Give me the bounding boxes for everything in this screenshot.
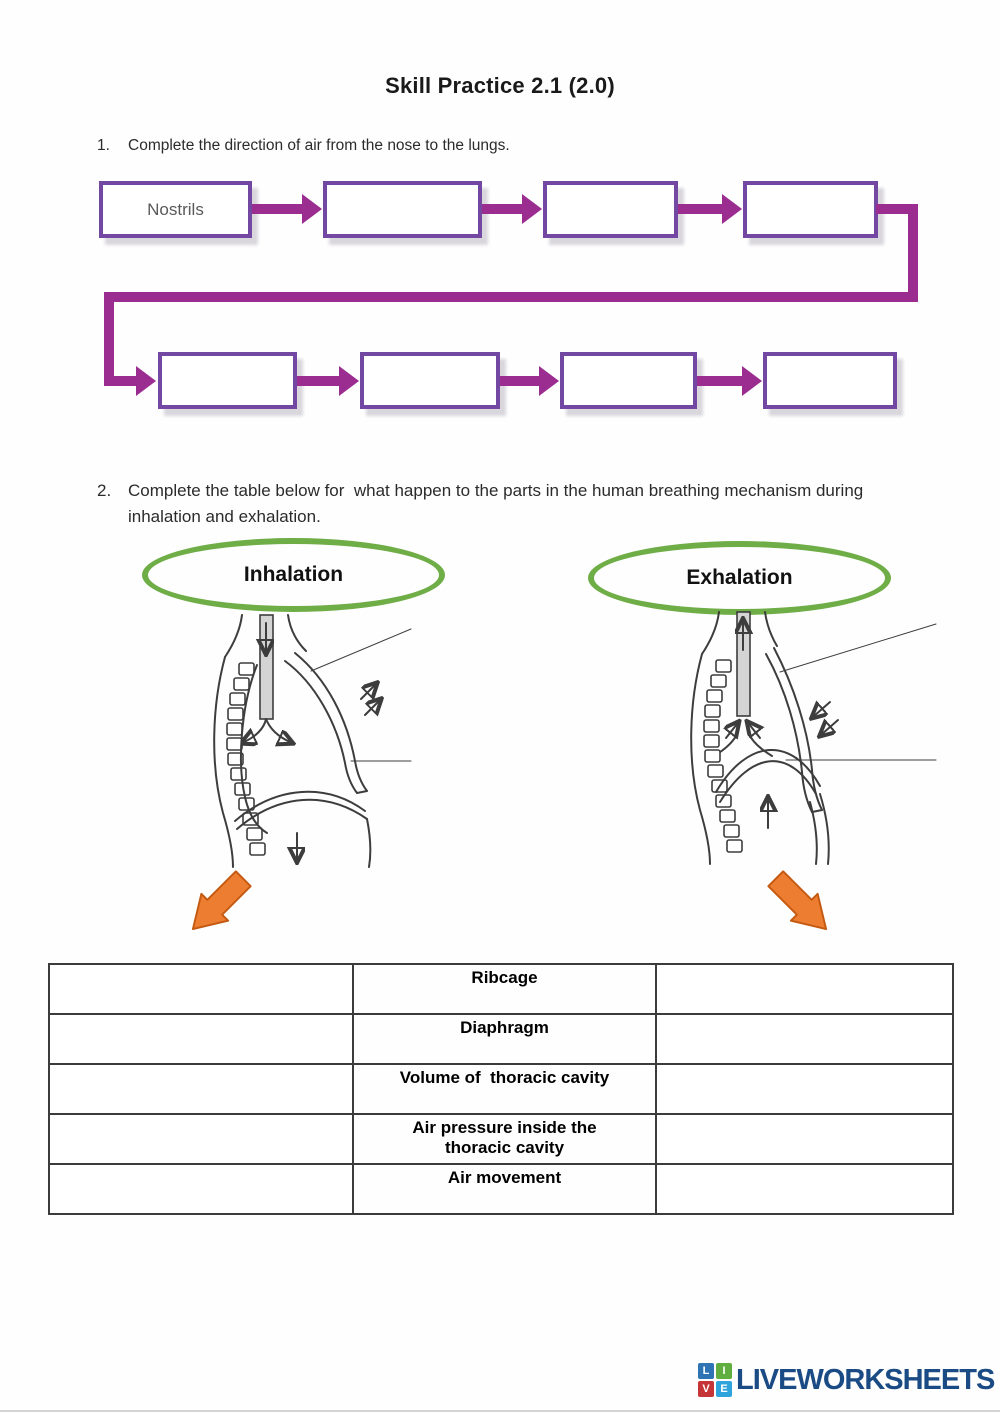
flow-answer-box-5[interactable] bbox=[360, 352, 500, 409]
inhalation-air-movement-cell[interactable] bbox=[48, 1163, 354, 1215]
flow-answer-box-1[interactable] bbox=[323, 181, 482, 238]
flow-arrow bbox=[482, 194, 542, 224]
flow-answer-box-6[interactable] bbox=[560, 352, 697, 409]
exhalation-label: Exhalation bbox=[686, 566, 793, 589]
breathing-mechanism-table: Ribcage Diaphragm Volume of thoracic cav… bbox=[48, 963, 954, 1215]
flow-arrow bbox=[252, 194, 322, 224]
icon-letter-e: E bbox=[716, 1381, 732, 1397]
flow-connector-arrow bbox=[110, 366, 156, 396]
inhalation-diaphragm-cell[interactable] bbox=[48, 1013, 354, 1065]
question-1-text: Complete the direction of air from the n… bbox=[128, 137, 510, 154]
flow-connector bbox=[876, 204, 918, 214]
flow-arrow bbox=[297, 366, 359, 396]
inhalation-diagram bbox=[213, 614, 412, 868]
flow-connector bbox=[908, 204, 918, 302]
liveworksheets-logo: L I V E LIVEWORKSHEETS bbox=[698, 1363, 995, 1397]
question-2-text: Complete the table below for what happen… bbox=[128, 478, 863, 529]
flow-connector bbox=[104, 292, 114, 386]
exhalation-pressure-cell[interactable] bbox=[655, 1113, 954, 1165]
volume-label-cell: Volume of thoracic cavity bbox=[352, 1063, 657, 1115]
inhalation-oval: Inhalation bbox=[142, 538, 445, 612]
table-row: Air pressure inside the thoracic cavity bbox=[48, 1113, 954, 1165]
exhalation-diaphragm-cell[interactable] bbox=[655, 1013, 954, 1065]
exhalation-diagram bbox=[690, 611, 937, 865]
inhalation-pressure-cell[interactable] bbox=[48, 1113, 354, 1165]
exhalation-ribcage-cell[interactable] bbox=[655, 963, 954, 1015]
flow-arrow bbox=[697, 366, 762, 396]
flow-arrow bbox=[678, 194, 742, 224]
flow-answer-box-4[interactable] bbox=[158, 352, 297, 409]
question-2: 2. Complete the table below for what hap… bbox=[97, 478, 957, 529]
exhalation-oval: Exhalation bbox=[588, 541, 891, 615]
exhalation-down-right-arrow-icon bbox=[767, 870, 828, 931]
question-1: 1. Complete the direction of air from th… bbox=[97, 134, 897, 157]
page-bottom-divider bbox=[0, 1410, 1000, 1412]
table-row: Diaphragm bbox=[48, 1013, 954, 1065]
question-2-text-line1: Complete the table below for what happen… bbox=[128, 481, 864, 500]
flow-answer-box-3[interactable] bbox=[743, 181, 878, 238]
flow-answer-box-2[interactable] bbox=[543, 181, 678, 238]
flow-box-nostrils-label: Nostrils bbox=[147, 199, 204, 219]
page-title: Skill Practice 2.1 (2.0) bbox=[385, 73, 615, 98]
table-row: Volume of thoracic cavity bbox=[48, 1063, 954, 1115]
pressure-label-cell: Air pressure inside the thoracic cavity bbox=[352, 1113, 657, 1165]
inhalation-down-left-arrow-icon bbox=[191, 870, 252, 931]
inhalation-ribcage-cell[interactable] bbox=[48, 963, 354, 1015]
flow-connector bbox=[104, 292, 918, 302]
inhalation-volume-cell[interactable] bbox=[48, 1063, 354, 1115]
air-movement-label-cell: Air movement bbox=[352, 1163, 657, 1215]
question-2-number: 2. bbox=[97, 481, 112, 500]
question-1-number: 1. bbox=[97, 137, 110, 154]
exhalation-volume-cell[interactable] bbox=[655, 1063, 954, 1115]
liveworksheets-icon: L I V E bbox=[698, 1363, 732, 1397]
icon-letter-i: I bbox=[716, 1363, 732, 1379]
exhalation-air-movement-cell[interactable] bbox=[655, 1163, 954, 1215]
icon-letter-l: L bbox=[698, 1363, 714, 1379]
liveworksheets-wordmark: LIVEWORKSHEETS bbox=[736, 1363, 995, 1396]
flow-answer-box-7[interactable] bbox=[763, 352, 897, 409]
icon-letter-v: V bbox=[698, 1381, 714, 1397]
flow-box-nostrils: Nostrils bbox=[99, 181, 252, 238]
table-row: Ribcage bbox=[48, 963, 954, 1015]
question-2-text-line2: inhalation and exhalation. bbox=[128, 506, 321, 526]
table-row: Air movement bbox=[48, 1163, 954, 1215]
inhalation-label: Inhalation bbox=[243, 563, 344, 586]
ribcage-label-cell: Ribcage bbox=[352, 963, 657, 1015]
diaphragm-label-cell: Diaphragm bbox=[352, 1013, 657, 1065]
flow-arrow bbox=[500, 366, 559, 396]
